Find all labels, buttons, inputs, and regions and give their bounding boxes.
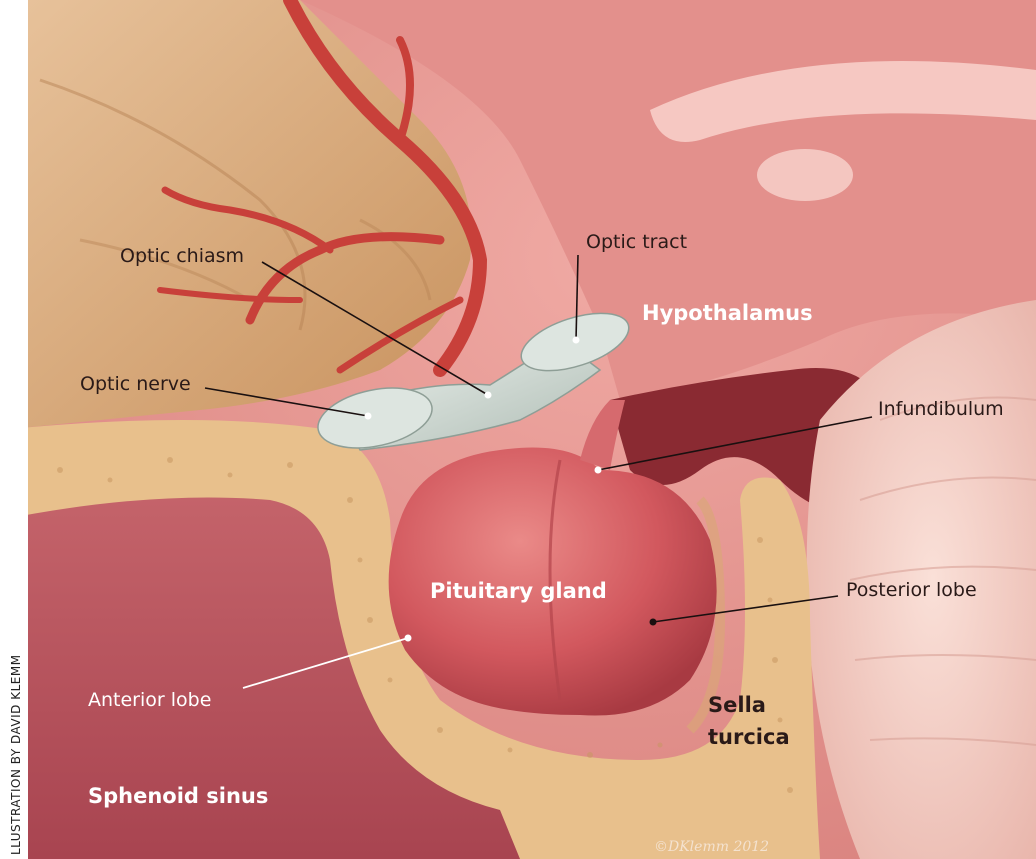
label-posterior-lobe: Posterior lobe [846,579,977,601]
label-optic-chiasm: Optic chiasm [120,245,244,267]
label-optic-tract: Optic tract [586,231,687,253]
label-optic-nerve: Optic nerve [80,373,191,395]
copyright-text: ©DKlemm 2012 [654,839,769,855]
label-anterior-lobe: Anterior lobe [88,689,211,711]
label-sphenoid-sinus: Sphenoid sinus [88,784,268,808]
label-sella-turcica-line1: Sella [708,693,766,717]
label-hypothalamus: Hypothalamus [642,301,813,325]
fornix-oval [757,149,853,201]
label-pituitary-gland: Pituitary gland [430,579,607,603]
label-infundibulum: Infundibulum [878,398,1004,420]
illustration-credit: LLUSTRATION BY DAVID KLEMM [9,654,23,855]
label-sella-turcica-line2: turcica [708,725,790,749]
